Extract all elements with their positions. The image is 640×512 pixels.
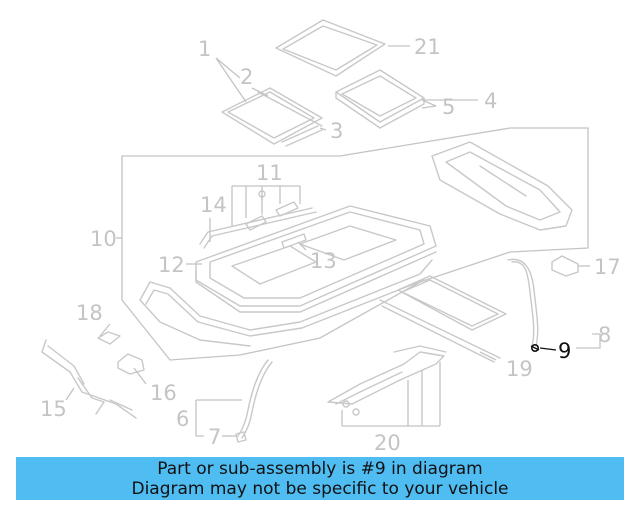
info-banner: Part or sub-assembly is #9 in diagram Di… bbox=[16, 457, 624, 500]
part-21-glass-panel bbox=[275, 19, 386, 77]
part-6-drain-hose bbox=[235, 359, 273, 443]
callout-20: 20 bbox=[374, 431, 401, 455]
callout-6: 6 bbox=[176, 407, 189, 431]
part-14-rail bbox=[199, 207, 317, 249]
part-15-harness bbox=[41, 339, 137, 419]
part-housing bbox=[139, 259, 433, 347]
leader-lines bbox=[65, 45, 601, 437]
part-8-drain-hose bbox=[507, 258, 539, 347]
part-19-sunshade bbox=[379, 275, 507, 363]
callout-3: 3 bbox=[330, 119, 343, 143]
parts-diagram: 1 2 3 4 5 6 7 8 9 10 11 12 13 14 15 16 1… bbox=[40, 19, 621, 455]
part-13-bracket bbox=[281, 233, 307, 249]
callout-7: 7 bbox=[208, 425, 221, 449]
part-4-frame bbox=[335, 69, 425, 129]
callout-21: 21 bbox=[414, 35, 441, 59]
part-9-hose-clip bbox=[530, 343, 540, 352]
callout-2: 2 bbox=[240, 65, 253, 89]
part-18-clip bbox=[97, 331, 121, 345]
callout-16: 16 bbox=[150, 381, 177, 405]
part-12-sunroof-frame bbox=[195, 205, 437, 313]
callout-10: 10 bbox=[90, 227, 117, 251]
part-20-linkage bbox=[327, 345, 447, 416]
callout-15: 15 bbox=[40, 397, 67, 421]
callout-4: 4 bbox=[484, 89, 497, 113]
callout-5: 5 bbox=[442, 95, 455, 119]
part-1-panel bbox=[221, 87, 323, 145]
callout-18: 18 bbox=[76, 301, 103, 325]
part-17-grommet bbox=[551, 255, 579, 277]
callout-11: 11 bbox=[256, 161, 283, 185]
part-3-seal-strip bbox=[281, 125, 323, 147]
callout-9: 9 bbox=[558, 339, 571, 363]
banner-line-part-number: Part or sub-assembly is #9 in diagram bbox=[157, 458, 483, 479]
callout-labels: 1 2 3 4 5 6 7 8 9 10 11 12 13 14 15 16 1… bbox=[40, 35, 621, 455]
callout-8: 8 bbox=[598, 323, 611, 347]
callout-1: 1 bbox=[198, 37, 211, 61]
group-10-outline bbox=[121, 127, 589, 361]
part-16-connector bbox=[117, 353, 145, 375]
callout-13: 13 bbox=[310, 249, 337, 273]
callout-17: 17 bbox=[594, 255, 621, 279]
callout-14: 14 bbox=[200, 193, 227, 217]
banner-line-disclaimer: Diagram may not be specific to your vehi… bbox=[131, 478, 509, 499]
callout-19: 19 bbox=[506, 357, 533, 381]
part-rear-bracket bbox=[431, 141, 573, 231]
part-11-bolts bbox=[245, 190, 299, 231]
callout-12: 12 bbox=[158, 253, 185, 277]
